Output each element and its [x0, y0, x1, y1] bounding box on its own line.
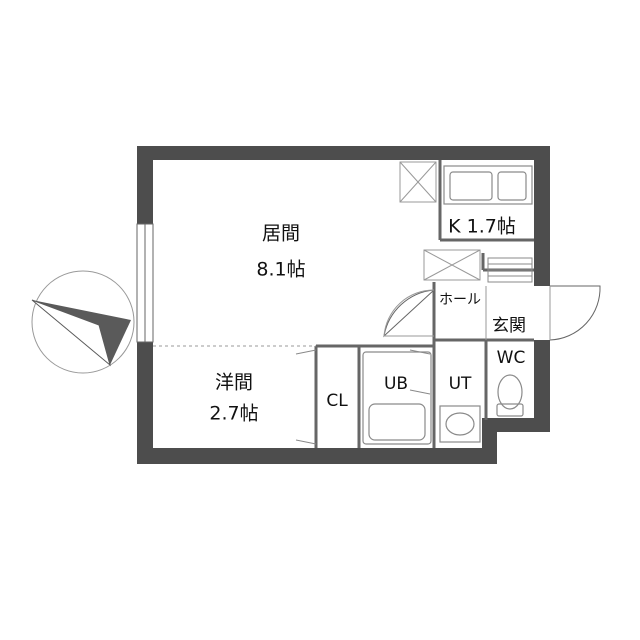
- living-room-name: 居間: [262, 223, 300, 245]
- doors: [383, 285, 601, 341]
- toilet-label: WC: [497, 348, 526, 368]
- bathtub: [362, 351, 432, 445]
- appliance-space: [399, 161, 481, 281]
- utility-label: UT: [449, 374, 472, 394]
- entrance-label: 玄関: [492, 316, 526, 336]
- bath-label: UB: [384, 374, 408, 394]
- living-room-size: 8.1帖: [256, 259, 305, 281]
- western-room-name: 洋間: [215, 372, 253, 394]
- interior-walls: [314, 160, 534, 448]
- western-room-size: 2.7帖: [209, 403, 258, 425]
- window: [136, 223, 154, 343]
- kitchen-label: K 1.7帖: [448, 216, 516, 238]
- closet-label: CL: [326, 391, 348, 411]
- outer-walls: [137, 146, 550, 464]
- toilet: [496, 374, 524, 417]
- washbasin: [439, 405, 481, 443]
- hall-label: ホール: [439, 292, 481, 308]
- kitchen-counter: [443, 165, 533, 205]
- north-arrow-icon: [31, 270, 135, 374]
- shoe-box: [487, 257, 533, 283]
